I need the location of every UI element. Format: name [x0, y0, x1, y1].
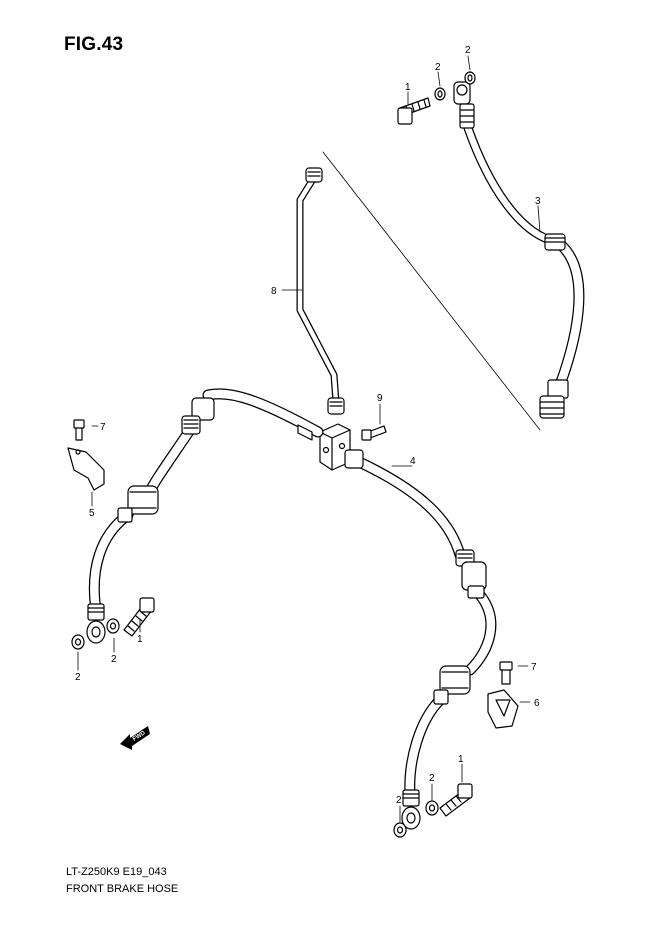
- callout-label: 1: [458, 754, 464, 765]
- forward-direction-marker: FWD: [120, 726, 150, 750]
- figure-caption: FRONT BRAKE HOSE: [66, 883, 179, 895]
- hose-clamp-5: [67, 447, 105, 491]
- left-brake-hose: [86, 388, 324, 644]
- callout-label: 8: [271, 286, 277, 297]
- callout-label: 2: [396, 795, 402, 806]
- upper-brake-hose-3: [453, 81, 585, 419]
- brake-pipe-8: [296, 167, 345, 415]
- right-brake-hose-4: [344, 449, 497, 830]
- callout-label: 2: [465, 45, 471, 56]
- callout-label: 1: [137, 634, 143, 645]
- model-code: LT-Z250K9 E19_043: [66, 866, 167, 878]
- leader-lines: [77, 55, 541, 823]
- callout-label: 7: [100, 422, 106, 433]
- callout-label: 4: [410, 456, 416, 467]
- figure-title: FIG.43: [64, 34, 124, 55]
- callout-label: 2: [75, 672, 81, 683]
- callout-label: 2: [111, 654, 117, 665]
- callout-label: 2: [429, 773, 435, 784]
- hose-clamp-6: [487, 689, 519, 729]
- callout-label: 1: [405, 82, 411, 93]
- callout-label: 7: [531, 662, 537, 673]
- assembly-reference-line: [322, 151, 541, 431]
- clamp-bolt-7-right: [499, 661, 513, 685]
- right-banjo-bolt: [393, 783, 473, 838]
- callout-label: 3: [535, 196, 541, 207]
- callout-label: 6: [534, 698, 540, 709]
- upper-banjo-bolt: [397, 71, 476, 125]
- callout-label: 5: [89, 508, 95, 519]
- callout-label: 2: [435, 62, 441, 73]
- clamp-bolt-7-left: [73, 419, 85, 441]
- joint-bolt-9: [361, 425, 387, 441]
- left-banjo-bolt: [71, 597, 155, 650]
- callout-label: 9: [377, 393, 383, 404]
